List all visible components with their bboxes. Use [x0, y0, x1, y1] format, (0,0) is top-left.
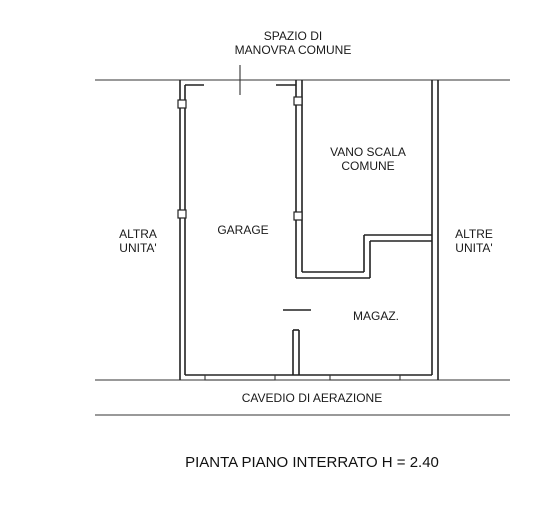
wall-post [177, 99, 187, 109]
label-vano-line1: VANO SCALA [330, 145, 406, 159]
label-altra-line1: ALTRA [119, 227, 157, 241]
label-magaz: MAGAZ. [353, 309, 399, 323]
label-spazio-line2: MANOVRA COMUNE [235, 43, 352, 57]
wall-post [177, 209, 187, 219]
interior-partition [283, 309, 311, 375]
label-garage: GARAGE [217, 223, 268, 237]
label-altre-line2: UNITA' [455, 241, 492, 255]
garage-left-wall [179, 80, 186, 380]
label-cavedio: CAVEDIO DI AERAZIONE [242, 391, 382, 405]
garage-right-wall [295, 80, 370, 279]
magaz-walls [363, 80, 439, 380]
label-spazio-line1: SPAZIO DI [264, 29, 322, 43]
wall-post [293, 96, 303, 106]
plan-title: PIANTA PIANO INTERRATO H = 2.40 [185, 454, 439, 471]
label-altre-line1: ALTRE [455, 227, 493, 241]
label-altra-line2: UNITA' [119, 241, 156, 255]
label-vano-line2: COMUNE [341, 159, 394, 173]
bottom-windows [204, 374, 401, 381]
wall-post [293, 211, 303, 221]
